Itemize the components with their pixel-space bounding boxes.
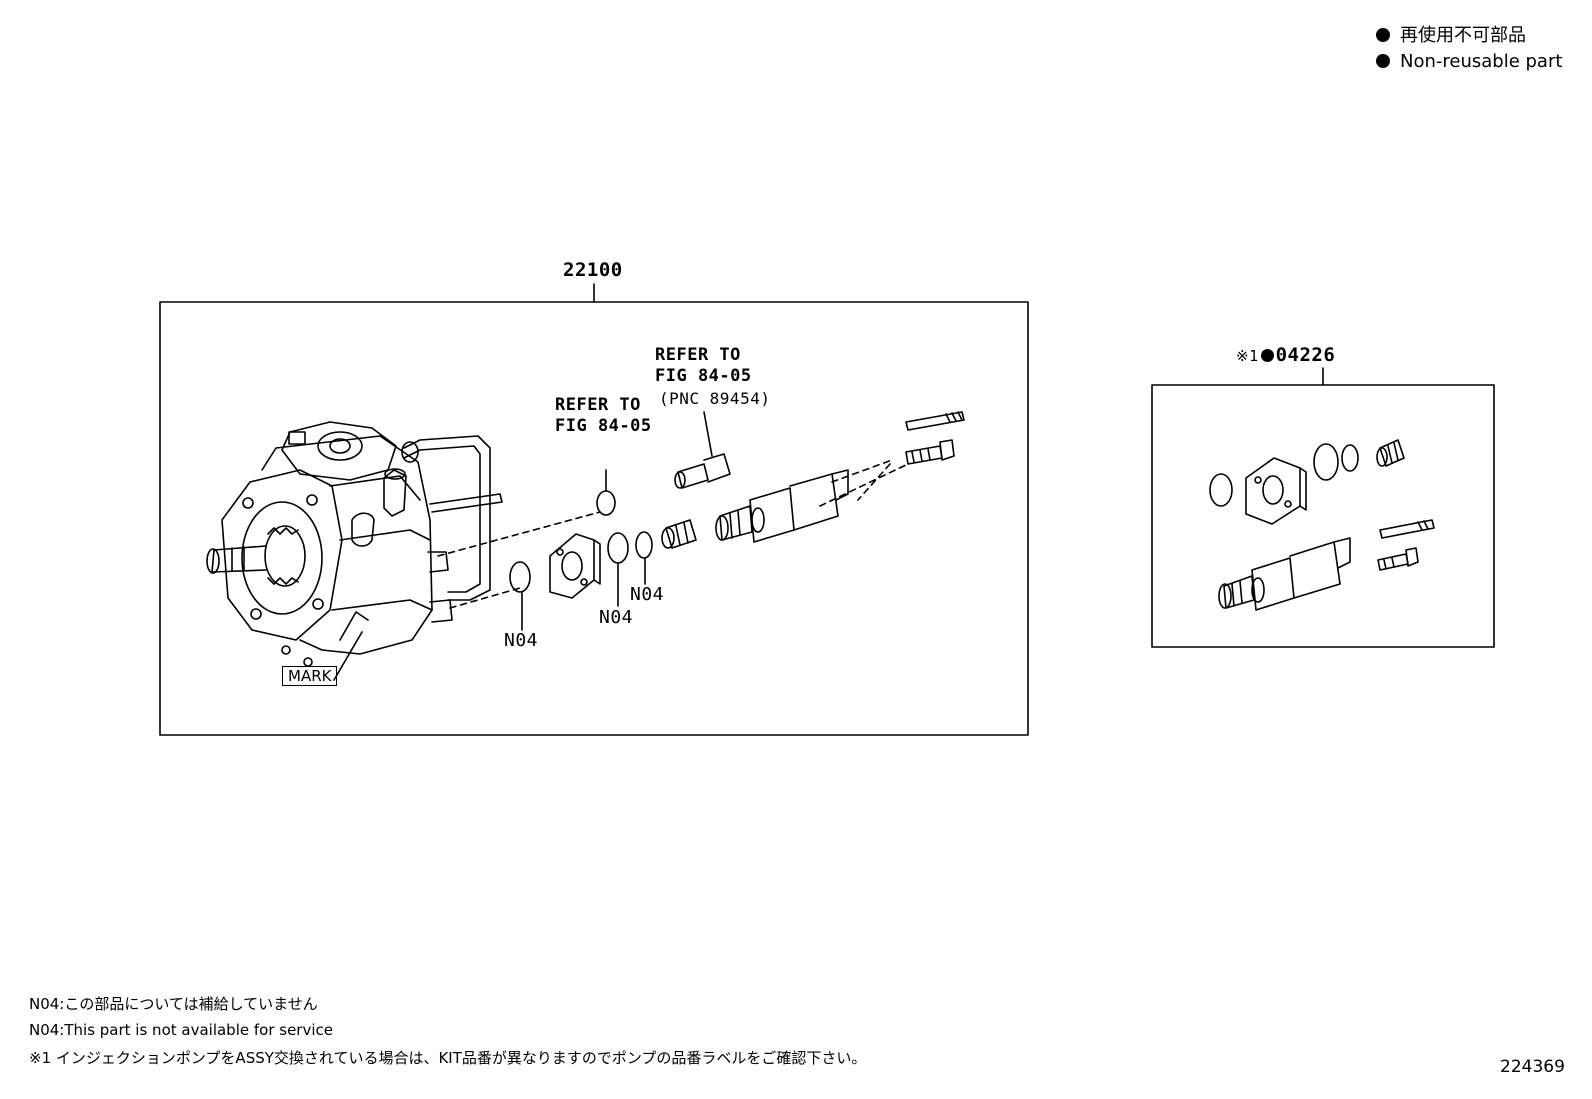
refer-right-line1: REFER TO [655, 345, 741, 365]
kit-prefix: ※1 [1236, 347, 1259, 365]
suction-control-valve [715, 469, 849, 543]
alignment-lines [437, 459, 909, 609]
refer-right-line3: (PNC 89454) [659, 389, 771, 408]
o-ring-refer [596, 490, 616, 516]
gasket-plate [549, 533, 601, 599]
non-reusable-dot-icon [1376, 54, 1390, 68]
bolts [905, 411, 965, 465]
figure-id: 224369 [1500, 1057, 1565, 1077]
non-reusable-dot-icon [1260, 349, 1274, 362]
refer-right-line2: FIG 84-05 [655, 366, 752, 386]
n04-label-a: N04 [504, 630, 539, 651]
injection-pump [206, 421, 503, 681]
refer-left-line2: FIG 84-05 [555, 416, 652, 436]
pressure-sensor [674, 411, 731, 489]
kit-frame [1151, 384, 1495, 648]
kit-part-number: 04226 [1275, 344, 1336, 366]
assembly-part-number[interactable]: 22100 [563, 259, 623, 281]
note-kit: ※1 インジェクションポンプをASSY交換されている場合は、KIT品番が異なりま… [29, 1049, 867, 1067]
legend-non-reusable-en: Non-reusable part [1376, 53, 1562, 71]
o-ring-n04-b [607, 532, 629, 564]
refer-left-line1: REFER TO [555, 395, 641, 415]
legend-non-reusable-ja: 再使用不可部品 [1376, 27, 1526, 45]
note-n04-en: N04:This part is not available for servi… [29, 1021, 333, 1039]
n04-label-c: N04 [630, 584, 665, 605]
non-reusable-dot-icon [1376, 28, 1390, 42]
assembly-frame [159, 301, 1029, 736]
sleeve [661, 519, 697, 549]
note-n04-ja: N04:この部品については補給していません [29, 995, 318, 1013]
kit-part-number-label[interactable]: ※1 04226 [1236, 346, 1335, 365]
o-ring-n04-c [635, 531, 653, 559]
n04-label-b: N04 [599, 607, 634, 628]
o-ring-n04-a [509, 561, 531, 593]
kit-contents [1209, 439, 1435, 611]
